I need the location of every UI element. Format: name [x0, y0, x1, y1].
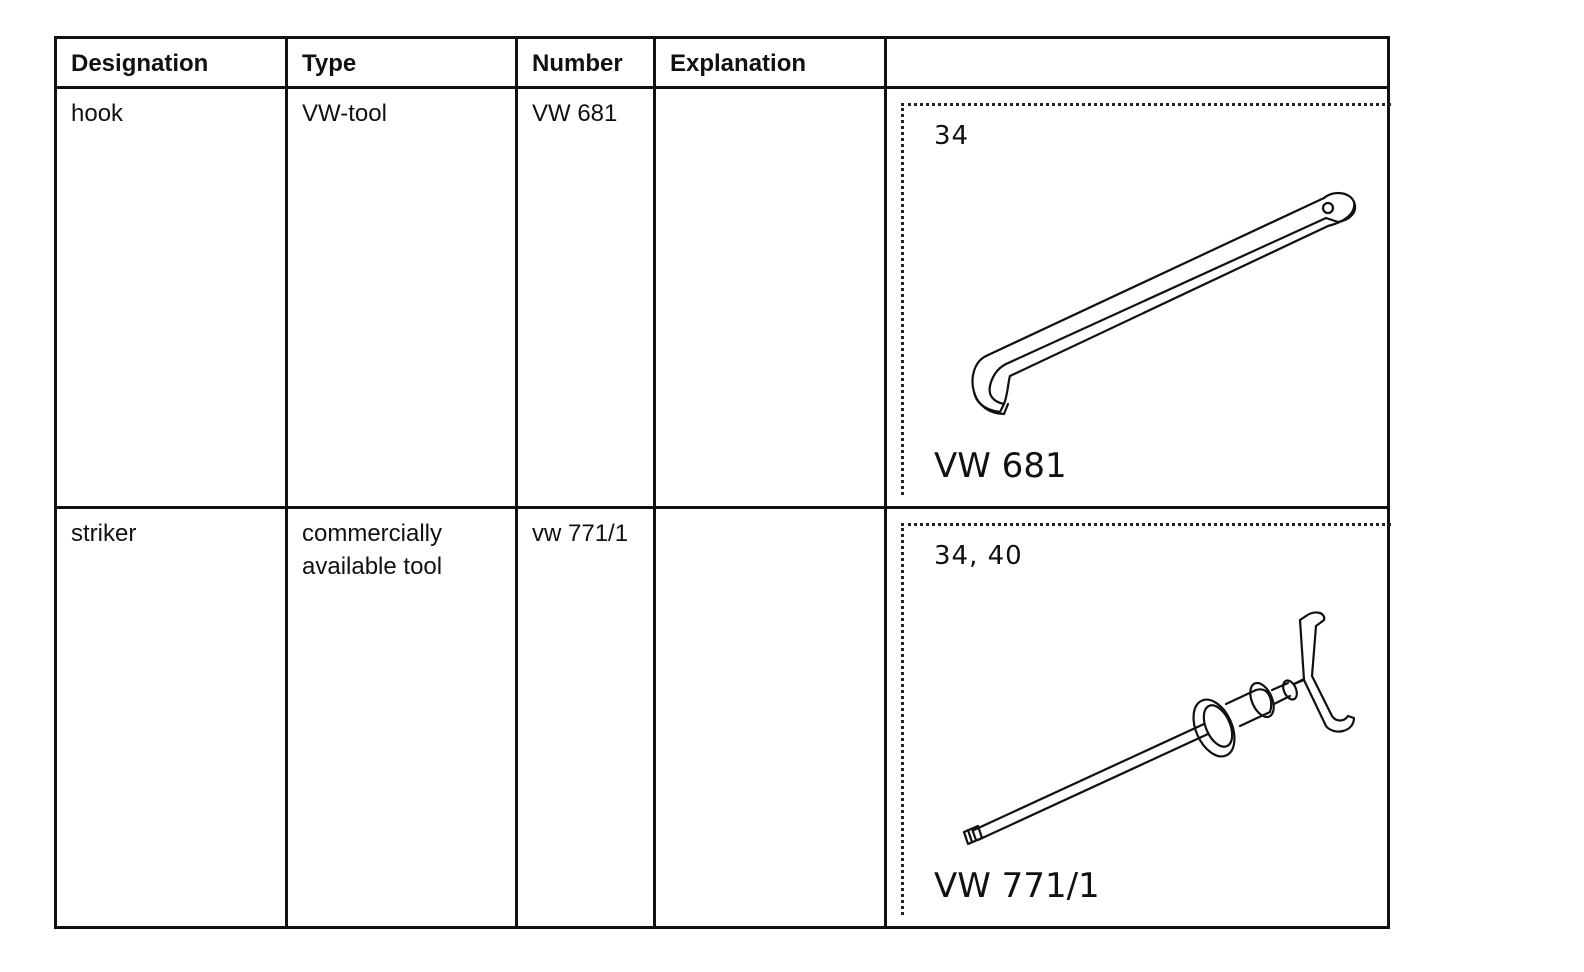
header-type: Type: [285, 36, 518, 89]
header-row: Designation Type Number Explanation: [54, 36, 1390, 89]
cell-number: VW 681: [515, 86, 656, 509]
table-row: hook VW-tool VW 681 34: [54, 86, 1391, 509]
tool-figure: 34: [901, 103, 1391, 495]
header-figure: [884, 36, 1390, 89]
table-row: striker commercially available tool vw 7…: [54, 506, 1391, 929]
cell-explanation: [653, 506, 887, 929]
cell-figure: 34, 40: [884, 506, 1391, 929]
slide-hammer-icon: [962, 611, 1356, 846]
cell-type: commercially available tool: [285, 506, 518, 929]
figure-label: VW 771/1: [934, 866, 1100, 906]
tool-figure: 34, 40: [901, 523, 1391, 915]
header-explanation: Explanation: [653, 36, 887, 89]
figure-reference: 34, 40: [934, 541, 1023, 571]
figure-reference: 34: [934, 121, 970, 151]
header-number: Number: [515, 36, 656, 89]
figure-label: VW 681: [934, 446, 1067, 486]
cell-explanation: [653, 86, 887, 509]
tools-table: Designation Type Number Explanation hook…: [54, 36, 1391, 929]
cell-designation: striker: [54, 506, 288, 929]
hook-wrench-icon: [971, 192, 1357, 416]
header-designation: Designation: [54, 36, 288, 89]
cell-designation: hook: [54, 86, 288, 509]
cell-figure: 34: [884, 86, 1391, 509]
cell-type: VW-tool: [285, 86, 518, 509]
cell-number: vw 771/1: [515, 506, 656, 929]
